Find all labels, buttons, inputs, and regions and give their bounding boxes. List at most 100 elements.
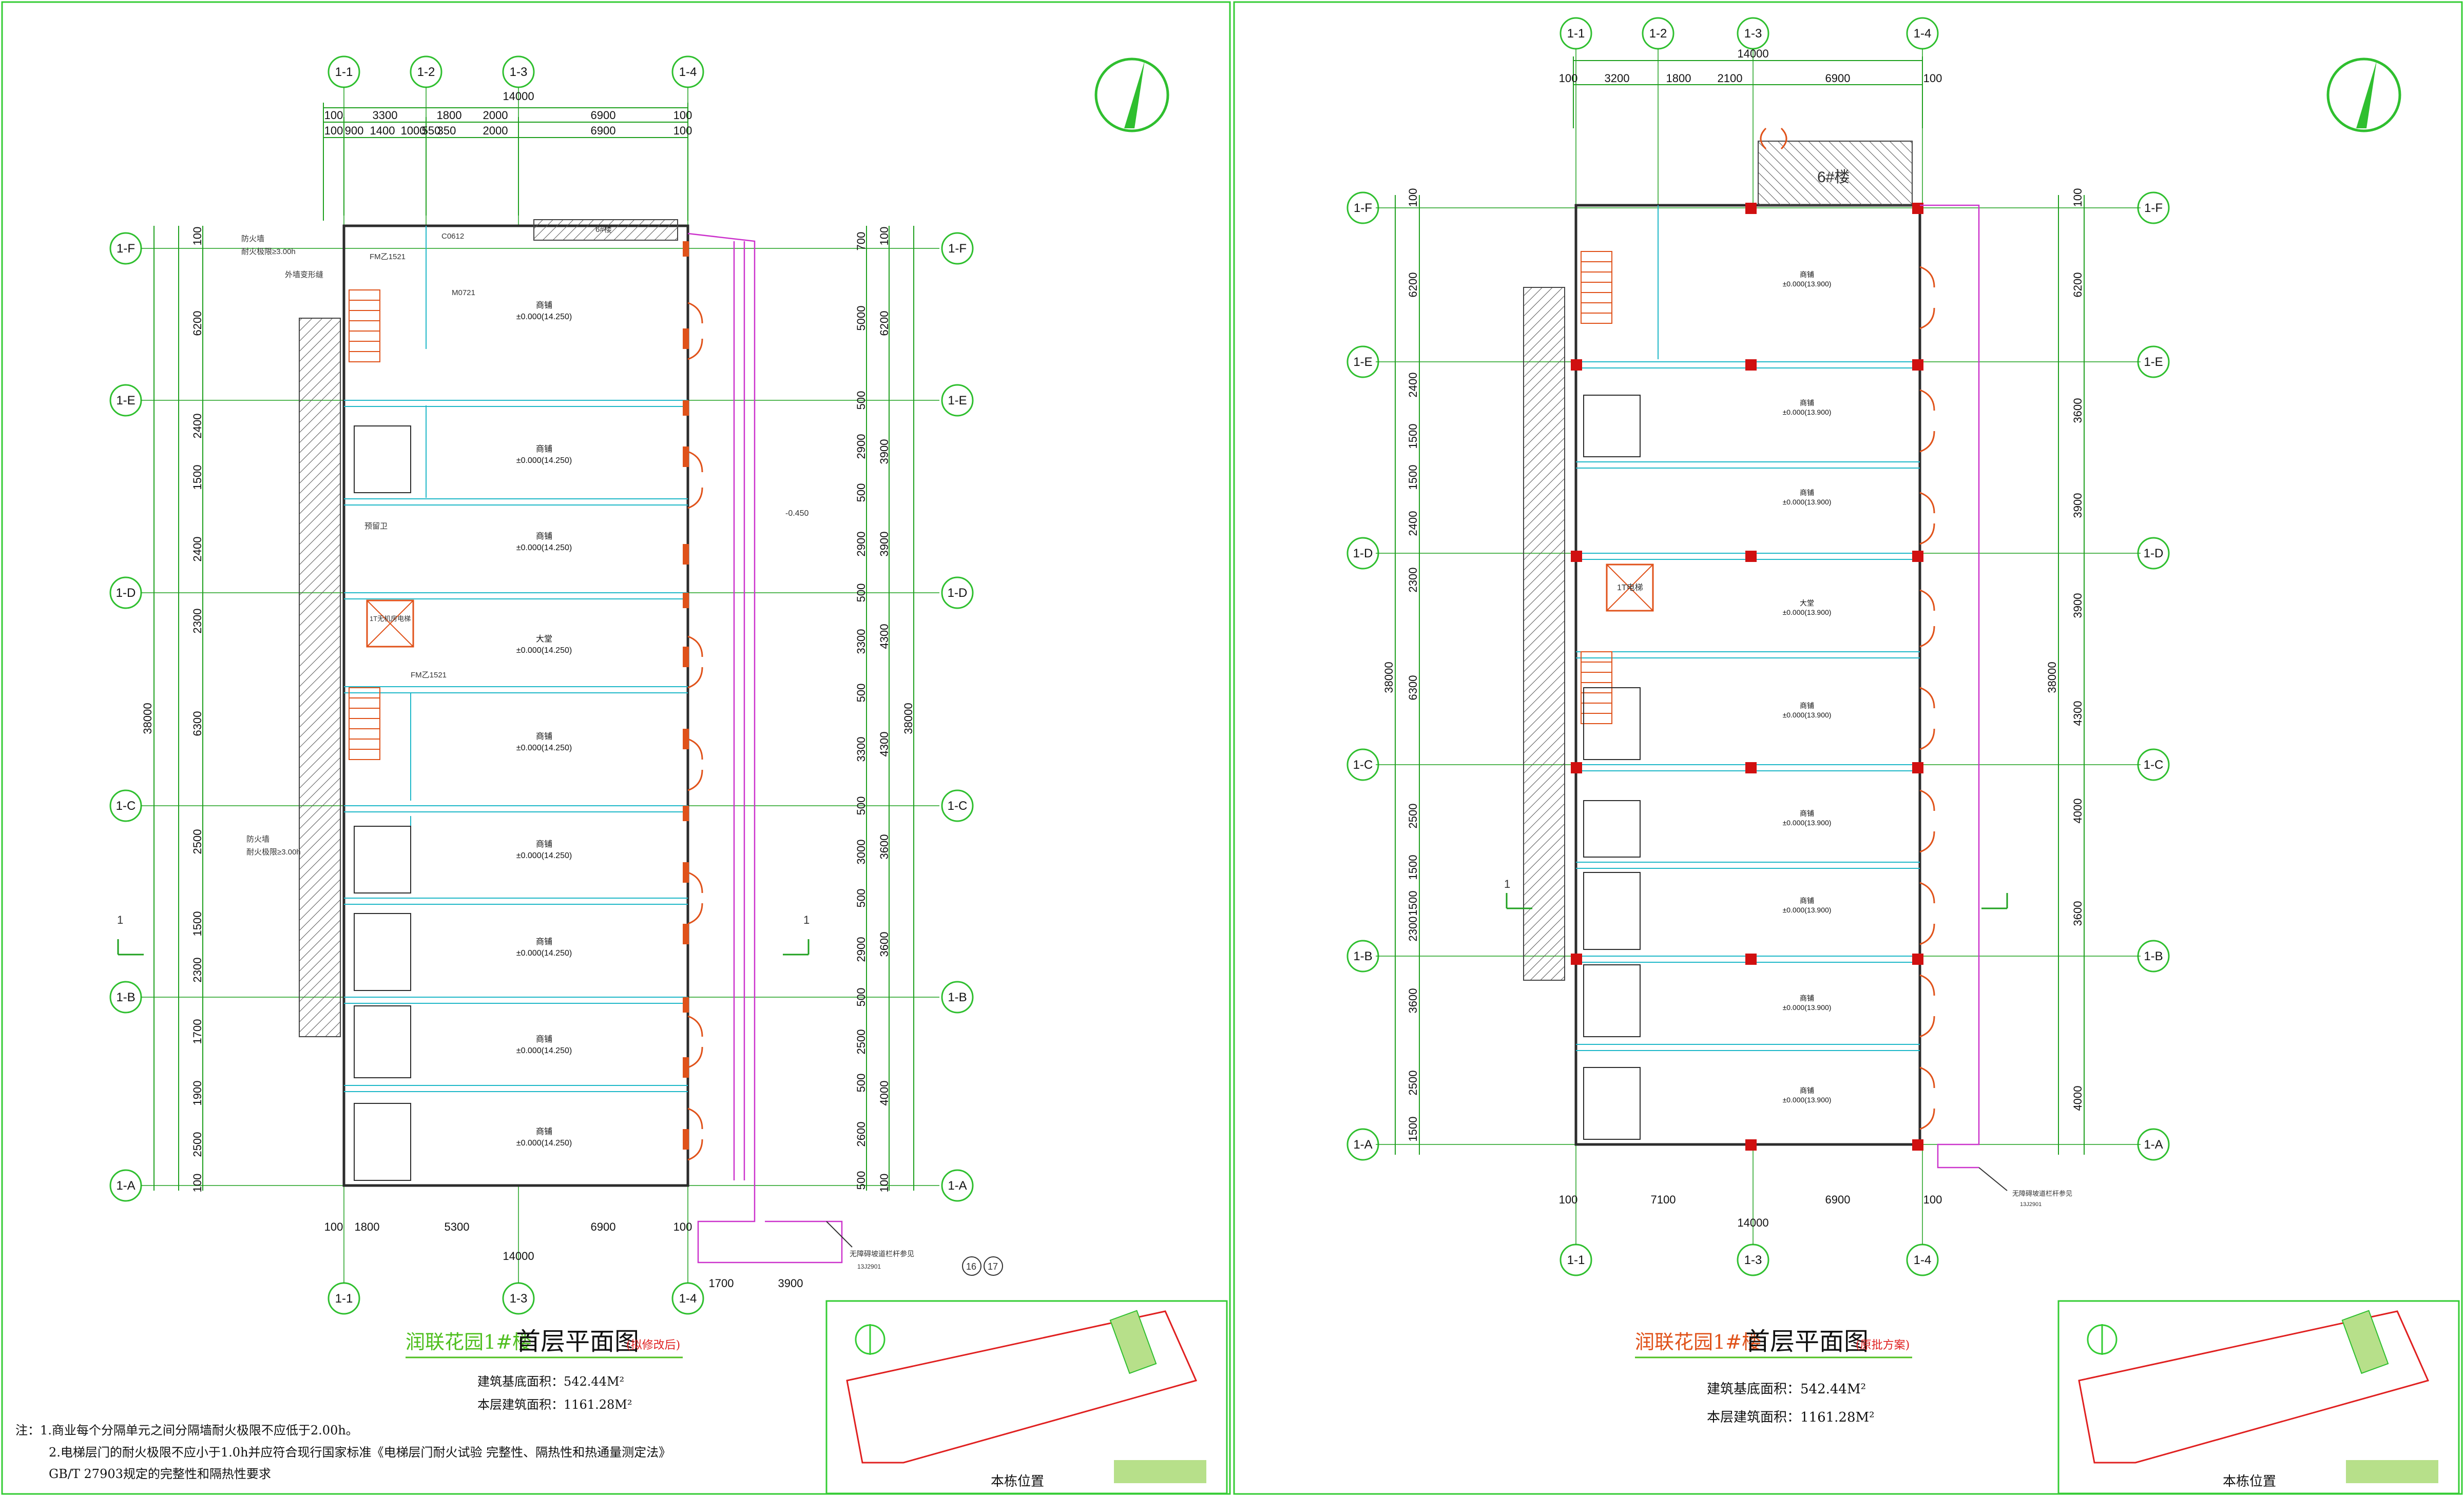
svg-text:C0612: C0612 xyxy=(441,232,464,241)
dimension-value: 1800 xyxy=(355,1220,380,1233)
section-mark-right: 1 xyxy=(783,914,810,956)
grid-bubble: 1-C xyxy=(109,789,142,822)
dimension-value: 500 xyxy=(855,684,868,703)
grid-label: 1-2 xyxy=(417,65,435,79)
section-mark-right xyxy=(1981,893,2008,909)
dimension-value: 2500 xyxy=(191,1132,204,1157)
dimension-value: 1500 xyxy=(191,911,204,937)
room-labels: 商铺±0.000(13.900)商铺±0.000(13.900)商铺±0.000… xyxy=(1783,270,1832,1104)
exterior-wall-hatch xyxy=(299,318,341,1037)
room-name: 商铺 xyxy=(1800,399,1814,407)
dimension-value: 2300 xyxy=(191,958,204,983)
dimension-right xyxy=(866,226,914,1191)
grid-label: 1-4 xyxy=(1914,1253,1932,1267)
grid-bubble: 1-3 xyxy=(1737,17,1769,50)
facade-doors xyxy=(1760,127,1935,1130)
dimension-value: 3300 xyxy=(855,737,868,762)
facade-doors xyxy=(687,302,703,1161)
grid-label: 1-D xyxy=(1353,547,1373,560)
facade-columns xyxy=(683,241,689,1150)
dimension-value: 2400 xyxy=(1407,373,1419,398)
side-label: 外墙变形缝 xyxy=(285,270,323,279)
svg-text:FM乙1521: FM乙1521 xyxy=(411,671,447,679)
room-elevation: ±0.000(14.250) xyxy=(516,543,572,552)
dimension-value: 100 xyxy=(191,227,204,246)
dimension-value: 500 xyxy=(855,1074,868,1093)
grid-label: 1-E xyxy=(2144,355,2163,369)
dimension-value: 6200 xyxy=(2071,273,2084,298)
grid-label: 1-4 xyxy=(679,1292,697,1306)
key-plan: 本栋位置 xyxy=(2057,1300,2460,1494)
grid-label: 1-C xyxy=(948,799,968,813)
dimension-value: 100 xyxy=(1923,1193,1942,1206)
room-elevation: ±0.000(13.900) xyxy=(1783,711,1832,719)
svg-text:6#楼: 6#楼 xyxy=(595,225,612,234)
small-labels: FM乙1521 C0612 M0721 预留卫 1T无机房电梯 FM乙1521 … xyxy=(364,225,808,679)
room-elevation: ±0.000(13.900) xyxy=(1783,608,1832,616)
dimension-left xyxy=(1395,195,1420,1155)
svg-text:13J2901: 13J2901 xyxy=(857,1263,881,1270)
side-label: 防火墙 xyxy=(241,235,264,243)
svg-text:M0721: M0721 xyxy=(452,288,475,297)
grid-bubbles-right: 1-F1-E1-D1-C1-B1-A xyxy=(941,232,974,1202)
room-name: 商铺 xyxy=(536,1035,552,1044)
exterior-wall-hatch xyxy=(1523,287,1565,981)
dimension-value: 100 xyxy=(673,124,692,137)
grid-label: 1-B xyxy=(2144,949,2163,963)
svg-text:-0.450: -0.450 xyxy=(785,509,808,518)
grid-bubble: 1-3 xyxy=(502,1282,535,1315)
dimension-value: 2100 xyxy=(1718,72,1743,85)
grid-label: 1-C xyxy=(2144,758,2164,772)
dimension-right xyxy=(2058,195,2085,1155)
dimension-value: 500 xyxy=(855,391,868,410)
dimension-value: 2300 xyxy=(1407,917,1419,942)
title-note: (原批方案) xyxy=(1856,1339,1910,1352)
dimension-value: 1500 xyxy=(1407,855,1419,880)
grid-bubble: 1-E xyxy=(941,384,974,417)
page-title: 首层平面图 xyxy=(516,1327,639,1356)
room-elevation: ±0.000(13.900) xyxy=(1783,498,1832,506)
dimension-value: 4300 xyxy=(878,624,891,649)
svg-text:本栋位置: 本栋位置 xyxy=(991,1474,1044,1489)
dimension-value: 3900 xyxy=(778,1277,803,1290)
grid-bubble: 1-C xyxy=(941,789,974,822)
dimension-value: 2400 xyxy=(191,414,204,439)
dimension-value: 3600 xyxy=(878,932,891,957)
dimension-value: 6300 xyxy=(191,711,204,736)
dimension-value: 3600 xyxy=(878,834,891,860)
grid-label: 1-4 xyxy=(679,65,697,79)
grid-label: 1-B xyxy=(948,990,967,1004)
dimension-value: 3000 xyxy=(855,840,868,865)
room-name: 商铺 xyxy=(536,444,552,454)
room-elevation: ±0.000(13.900) xyxy=(1783,906,1832,914)
dimension-value: 2500 xyxy=(1407,804,1419,829)
title-note: (拟修改后) xyxy=(626,1339,680,1352)
svg-text:建筑基底面积：542.44M²: 建筑基底面积：542.44M² xyxy=(1707,1382,1866,1397)
dimension-value: 100 xyxy=(673,109,692,122)
grid-bubble: 1-E xyxy=(2137,345,2170,378)
dimension-value: 38000 xyxy=(902,703,915,734)
grid-label: 1-F xyxy=(1354,201,1372,215)
dimension-value: 100 xyxy=(1407,188,1419,207)
partitions xyxy=(344,226,688,1092)
grid-bubble: 1-F xyxy=(2137,191,2170,224)
grid-label: 1-B xyxy=(116,990,135,1004)
dimension-value: 500 xyxy=(855,584,868,603)
room-name: 商铺 xyxy=(1800,897,1814,905)
dimension-value: 1500 xyxy=(1407,1117,1419,1142)
dimension-value: 6200 xyxy=(1407,273,1419,298)
dimension-value: 1000 xyxy=(401,124,426,137)
dimension-value: 1500 xyxy=(191,465,204,490)
grid-bubble: 1-D xyxy=(2137,537,2170,570)
dimension-value: 100 xyxy=(1559,72,1578,85)
dimension-value: 3200 xyxy=(1605,72,1630,85)
grid-bubble: 1-B xyxy=(941,981,974,1014)
grid-bubble: 1-1 xyxy=(328,1282,360,1315)
dimension-value: 6900 xyxy=(1825,1193,1851,1206)
dimension-value: 3900 xyxy=(2071,593,2084,618)
dimension-value: 6200 xyxy=(878,311,891,336)
toilet-rooms xyxy=(354,425,411,1181)
grid-bubble: 1-B xyxy=(109,981,142,1014)
grid-bubble: 1-2 xyxy=(1642,17,1674,50)
room-name: 商铺 xyxy=(1800,809,1814,818)
